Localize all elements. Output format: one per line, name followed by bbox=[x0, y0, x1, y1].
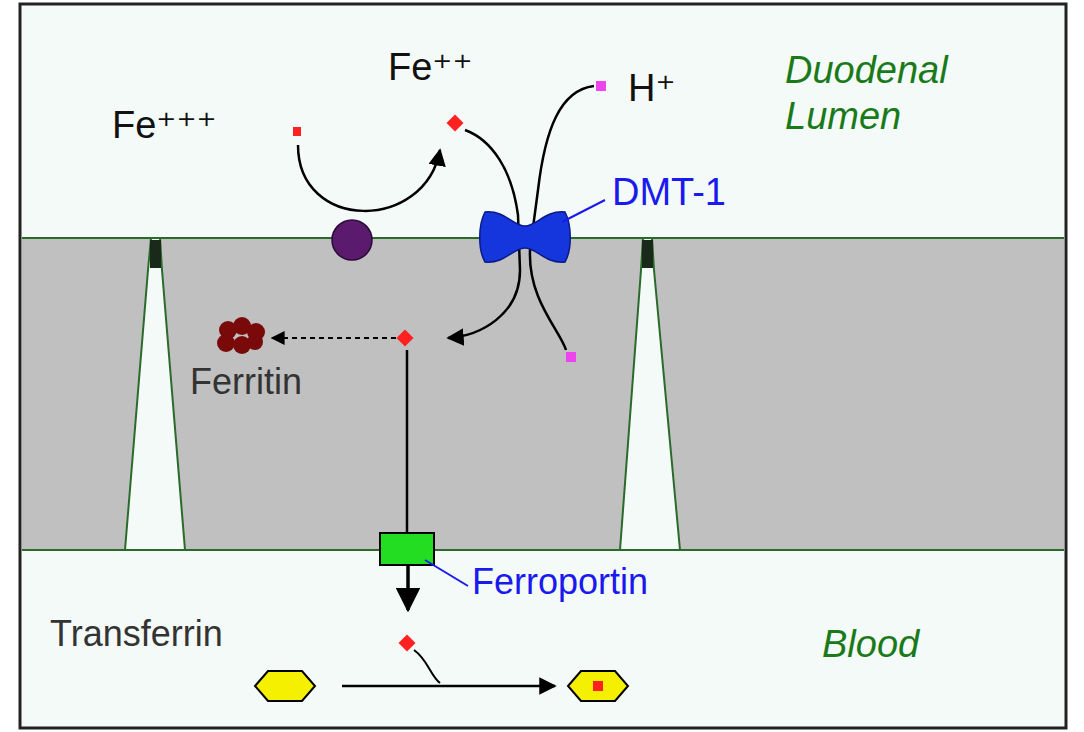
reduction-arrow bbox=[298, 145, 440, 211]
ion-label: Fe⁺⁺⁺ bbox=[112, 103, 217, 149]
export-arrow bbox=[406, 565, 410, 610]
proton bbox=[566, 352, 576, 362]
storage-arrow bbox=[272, 337, 396, 339]
leader-line bbox=[425, 560, 468, 586]
ion-label: Fe⁺⁺ bbox=[388, 45, 472, 91]
tight-junction bbox=[642, 240, 653, 268]
cell-membrane bbox=[22, 238, 1064, 550]
bound-iron bbox=[593, 681, 603, 691]
part-label: Ferritin bbox=[190, 360, 302, 403]
ion-label: H⁺ bbox=[628, 66, 676, 112]
binding-curve bbox=[414, 650, 440, 683]
loading-arrow bbox=[342, 685, 555, 688]
ferritin-cluster bbox=[217, 317, 265, 354]
reductase bbox=[332, 220, 372, 260]
export-line bbox=[406, 350, 409, 533]
transferrin-empty bbox=[255, 671, 315, 701]
region-label: Blood bbox=[822, 622, 919, 668]
frame bbox=[20, 4, 1066, 728]
ferrous-iron bbox=[397, 330, 414, 347]
part-label: Transferrin bbox=[50, 612, 223, 655]
leader-line bbox=[562, 200, 605, 222]
region-label: Duodenal Lumen bbox=[785, 48, 1055, 139]
ferric-iron bbox=[293, 127, 301, 136]
dmt1-transporter bbox=[480, 212, 571, 262]
transferrin-loaded bbox=[568, 671, 628, 701]
proton bbox=[596, 81, 606, 91]
intercellular-gap bbox=[620, 238, 680, 550]
intercellular-gap bbox=[125, 238, 185, 550]
part-label: DMT-1 bbox=[612, 170, 726, 216]
ferrous-iron bbox=[399, 635, 416, 652]
ferrous-iron bbox=[447, 115, 464, 132]
part-label: Ferroportin bbox=[472, 560, 648, 603]
enterocyte-layer bbox=[22, 238, 1064, 550]
tight-junction bbox=[150, 240, 161, 268]
